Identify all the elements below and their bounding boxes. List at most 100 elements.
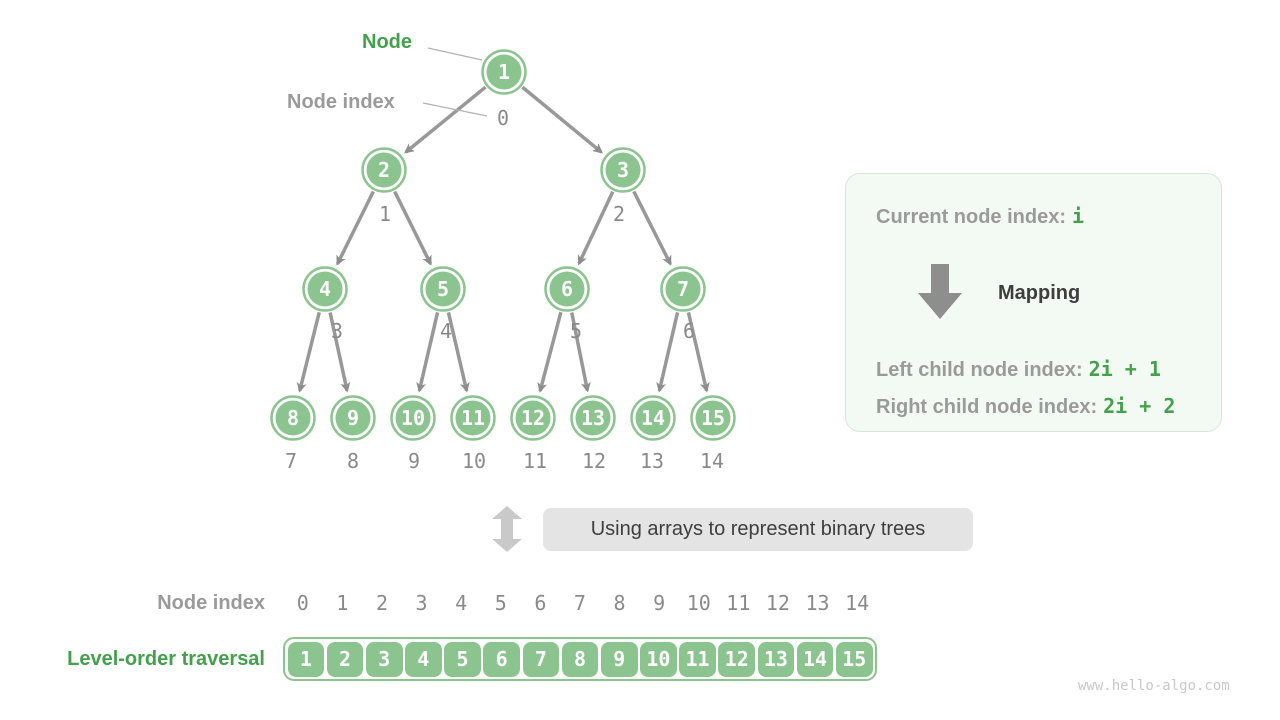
- node-value: 12: [521, 406, 545, 430]
- tree-node: 7: [660, 266, 706, 312]
- tree-node: 13: [570, 395, 616, 441]
- node-value: 7: [677, 277, 689, 301]
- callout-leader-lines: [422, 47, 488, 117]
- node-index-value: 11: [523, 449, 547, 473]
- array-cell: 5: [444, 641, 481, 677]
- tree-node: 6: [544, 266, 590, 312]
- right-child-index-row: Right child node index:2i + 2: [876, 394, 1175, 419]
- down-arrow-icon: [918, 264, 962, 319]
- node-disc: [549, 271, 585, 307]
- node-index-row-label: Node index: [157, 592, 265, 614]
- right-child-index-formula: 2i + 2: [1103, 394, 1176, 418]
- node-disc: [575, 400, 611, 436]
- caption-pill: Using arrays to represent binary trees: [543, 508, 973, 551]
- node-value: 15: [701, 406, 725, 430]
- node-disc: [425, 271, 461, 307]
- tree-edge: [632, 190, 672, 266]
- array-cell: 9: [600, 641, 638, 677]
- node-value: 10: [401, 406, 425, 430]
- tree-edge: [393, 190, 433, 266]
- array-index: 5: [494, 591, 507, 615]
- node-index-value: 0: [497, 106, 509, 130]
- node-index-value: 3: [331, 319, 343, 343]
- left-child-index-formula: 2i + 1: [1088, 357, 1161, 381]
- node-index-value: 7: [285, 449, 297, 473]
- array-cell: 12: [718, 641, 756, 677]
- tree-node: 2: [361, 147, 407, 193]
- node-callout-label: Node: [362, 31, 412, 53]
- left-child-index-row: Left child node index:2i + 1: [876, 357, 1161, 382]
- node-disc: [455, 400, 491, 436]
- node-index-value: 5: [570, 319, 582, 343]
- tree-node: 12: [510, 395, 556, 441]
- node-value: 13: [581, 406, 605, 430]
- node-index-value: 12: [582, 449, 606, 473]
- node-value: 14: [641, 406, 665, 430]
- node-value: 8: [287, 406, 299, 430]
- current-node-index-label: Current node index:: [876, 206, 1067, 228]
- mapping-label: Mapping: [998, 282, 1081, 304]
- tree-edge: [404, 85, 487, 154]
- tree-edge: [577, 190, 615, 266]
- current-node-index-row: Current node index:i: [876, 204, 1084, 229]
- node-index-value: 10: [462, 449, 486, 473]
- array-index: 8: [613, 591, 626, 615]
- tree-node: 3: [600, 147, 646, 193]
- node-value: 9: [347, 406, 359, 430]
- array-index: 2: [375, 591, 388, 615]
- tree-edge: [537, 311, 563, 393]
- array-index: 14: [845, 591, 870, 615]
- tree-node: 11: [450, 395, 496, 441]
- array-cell: 8: [561, 641, 599, 677]
- node-index-value: 14: [700, 449, 724, 473]
- callout-leader-line: [427, 47, 483, 61]
- node-index-value: 4: [440, 319, 452, 343]
- tree-edges: [296, 85, 710, 393]
- array-cell: 11: [679, 641, 716, 677]
- array-index: 11: [726, 591, 751, 615]
- node-disc: [366, 152, 402, 188]
- tree-edge: [416, 311, 440, 393]
- tree-edge: [328, 312, 351, 393]
- array-index: 13: [805, 591, 830, 615]
- node-index-value: 2: [613, 202, 625, 226]
- node-value: 11: [461, 406, 485, 430]
- level-order-traversal-label: Level-order traversal: [67, 648, 265, 670]
- up-down-arrow-icon: [492, 506, 522, 552]
- array-cell: 14: [796, 641, 834, 677]
- node-disc: [395, 400, 431, 436]
- tree-node: 14: [630, 395, 676, 441]
- array-cell: 15: [835, 641, 873, 677]
- node-index-callout-label: Node index: [287, 91, 395, 113]
- tree-node: 8: [270, 395, 316, 441]
- node-disc: [486, 54, 522, 90]
- tree-node: 4: [302, 266, 348, 312]
- tree-edge: [296, 311, 321, 393]
- array-cell: 4: [405, 641, 442, 677]
- tree-edge: [686, 311, 710, 393]
- node-value: 1: [498, 60, 510, 84]
- node-value: 6: [561, 277, 573, 301]
- node-value: 3: [617, 158, 629, 182]
- tree-node: 1: [481, 49, 527, 95]
- tree-node: 15: [690, 395, 736, 441]
- tree-edge: [446, 311, 470, 393]
- tree-edge: [570, 312, 591, 393]
- tree-node: 10: [390, 395, 436, 441]
- node-disc: [515, 400, 551, 436]
- current-node-index-value: i: [1072, 204, 1085, 228]
- mapping-box: Current node index:i Mapping Left child …: [845, 173, 1222, 432]
- array-cell: 1: [287, 641, 325, 677]
- node-disc: [335, 400, 371, 436]
- tree-edge: [335, 190, 375, 266]
- callout-leader-line: [422, 102, 488, 117]
- node-value: 4: [319, 277, 331, 301]
- tree-edge: [521, 85, 603, 154]
- array-index: 12: [765, 591, 790, 615]
- array-cell: 7: [522, 641, 560, 677]
- node-disc: [307, 271, 343, 307]
